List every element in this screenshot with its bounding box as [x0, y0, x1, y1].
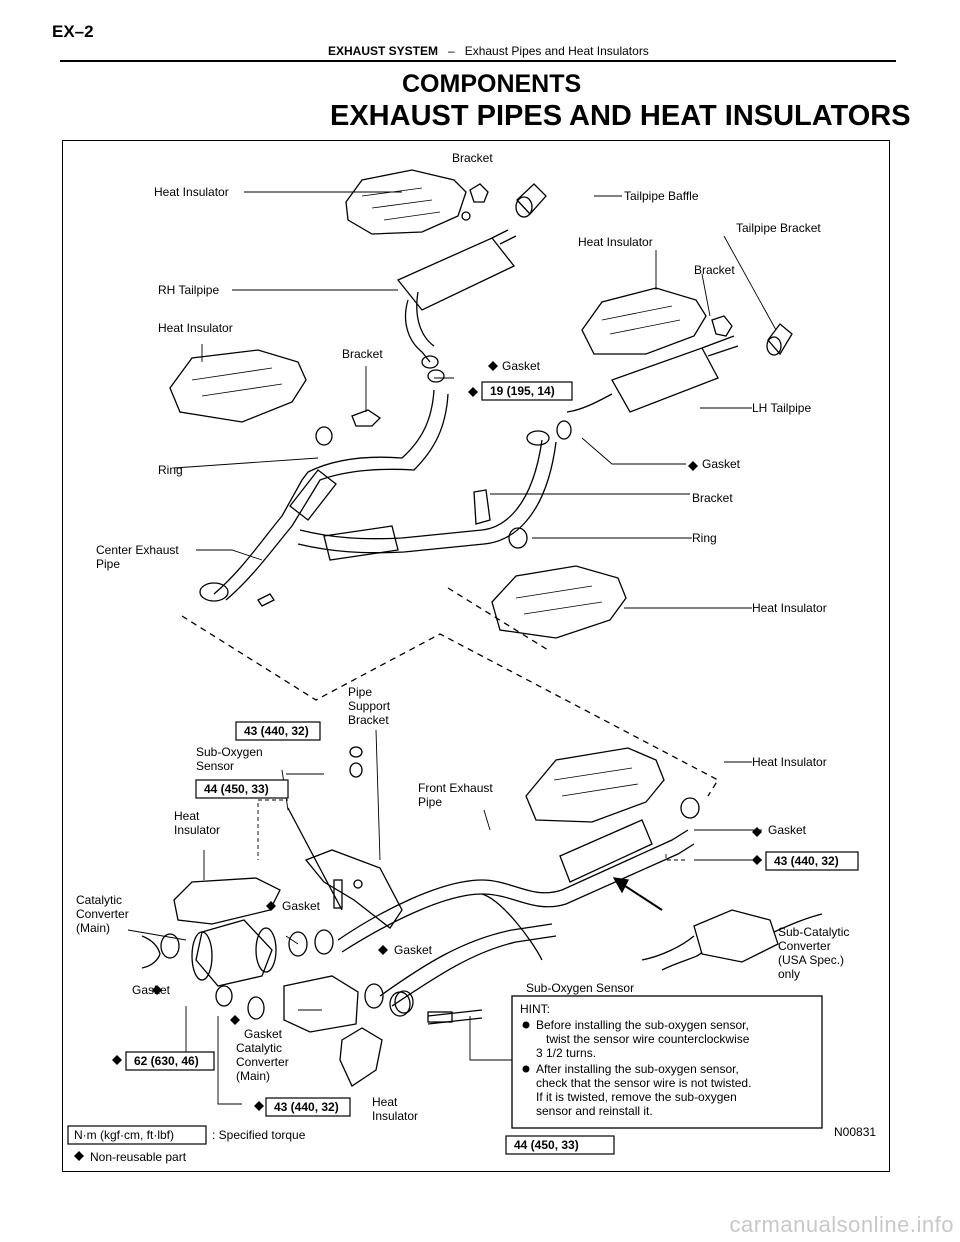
hint-box [511, 995, 823, 1129]
hint-line: 3 1/2 turns. [536, 1046, 596, 1060]
label-gasket: Gasket [244, 1027, 283, 1041]
label-gasket: Gasket [394, 943, 433, 957]
torque-value: 62 (630, 46) [134, 1054, 199, 1068]
label-sub-oxygen-sensor: Sub-Oxygen [196, 745, 263, 759]
torque-value: 44 (450, 33) [204, 782, 269, 796]
hint-line: After installing the sub-oxygen sensor, [536, 1062, 739, 1076]
label-bracket: Bracket [694, 263, 735, 277]
figure-code: N00831 [834, 1125, 876, 1139]
catalytic-converter-main-shape [283, 975, 359, 1033]
header-rule [60, 60, 896, 62]
label-catalytic-converter-main: (Main) [236, 1069, 270, 1083]
heat-insulator-shape [345, 169, 467, 235]
label-front-exhaust-pipe: Pipe [418, 795, 442, 809]
label-gasket: Gasket [702, 457, 741, 471]
label-gasket: Gasket [502, 359, 541, 373]
hint-line: sensor and reinstall it. [536, 1104, 653, 1118]
torque-value: 43 (440, 32) [244, 724, 309, 738]
torque-value: 19 (195, 14) [490, 384, 555, 398]
label-catalytic-converter-main: Converter [236, 1055, 289, 1069]
label-pipe-support-bracket: Pipe [348, 685, 372, 699]
label-ring: Ring [692, 531, 717, 545]
label-heat-insulator: Heat Insulator [578, 235, 653, 249]
bracket-shape [469, 183, 489, 203]
subsection-title: Exhaust Pipes and Heat Insulators [464, 44, 649, 58]
label-bracket: Bracket [342, 347, 383, 361]
legend-nonreusable: Non-reusable part [90, 1150, 187, 1164]
label-heat-insulator: Insulator [372, 1109, 418, 1123]
running-header: EXHAUST SYSTEM–Exhaust Pipes and Heat In… [328, 44, 649, 58]
hint-line: Before installing the sub-oxygen sensor, [536, 1018, 749, 1032]
torque-value: 43 (440, 32) [274, 1100, 339, 1114]
label-tailpipe-baffle: Tailpipe Baffle [624, 189, 699, 203]
heat-insulator-shape [525, 747, 665, 823]
rh-tailpipe-muffler [396, 237, 516, 311]
label-sub-catalytic-converter: Sub-Catalytic [778, 925, 849, 939]
hint-line: If it is twisted, remove the sub-oxygen [536, 1090, 737, 1104]
label-lh-tailpipe: LH Tailpipe [752, 401, 811, 415]
pipe-support-bracket-shape [304, 849, 403, 929]
label-center-exhaust-pipe: Pipe [96, 557, 120, 571]
label-center-exhaust-pipe: Center Exhaust [96, 543, 179, 557]
section-title: EXHAUST SYSTEM [328, 44, 439, 58]
label-catalytic-converter-main: Converter [76, 907, 129, 921]
page-subheading: EXHAUST PIPES AND HEAT INSULATORS [330, 100, 911, 132]
page-number: EX–2 [52, 22, 94, 41]
label-pipe-support-bracket: Bracket [348, 713, 389, 727]
label-gasket: Gasket [768, 823, 807, 837]
front-exhaust-pipe [337, 829, 689, 941]
label-sub-oxygen-sensor: Sensor [196, 759, 234, 773]
watermark: carmanualsonline.info [729, 1212, 954, 1237]
label-sub-oxygen-sensor: Sub-Oxygen Sensor [526, 981, 634, 995]
legend-unit-box: N·m (kgf·cm, ft·lbf) [74, 1128, 174, 1142]
heat-insulator-shape [491, 565, 627, 639]
label-gasket: Gasket [132, 983, 171, 997]
label-sub-catalytic-converter: only [778, 967, 800, 981]
label-catalytic-converter-main: (Main) [76, 921, 110, 935]
label-heat-insulator: Heat Insulator [154, 185, 229, 199]
label-sub-catalytic-converter: (USA Spec.) [778, 953, 844, 967]
label-heat-insulator: Heat Insulator [158, 321, 233, 335]
torque-value: 44 (450, 33) [514, 1138, 579, 1152]
label-catalytic-converter-main: Catalytic [236, 1041, 282, 1055]
hint-line: check that the sensor wire is not twiste… [536, 1076, 751, 1090]
tailpipe-baffle-shape [516, 183, 547, 215]
exhaust-components-diagram: Heat Insulator Bracket Tailpipe Baffle T… [67, 151, 876, 1164]
torque-value: 43 (440, 32) [774, 854, 839, 868]
lh-tailpipe-muffler [611, 347, 719, 413]
label-heat-insulator: Heat Insulator [752, 601, 827, 615]
sub-catalytic-converter-shape [693, 909, 779, 963]
label-bracket: Bracket [452, 151, 493, 165]
hint-title: HINT: [520, 1002, 550, 1016]
label-heat-insulator: Heat Insulator [752, 755, 827, 769]
diagram-frame [62, 140, 890, 1172]
label-heat-insulator: Heat [372, 1095, 398, 1109]
hint-text: HINT: Before installing the sub-oxygen s… [520, 1002, 751, 1118]
label-bracket: Bracket [692, 491, 733, 505]
hint-line: twist the sensor wire counterclockwise [546, 1032, 750, 1046]
label-heat-insulator: Heat [174, 809, 200, 823]
label-ring: Ring [158, 463, 183, 477]
label-front-exhaust-pipe: Front Exhaust [418, 781, 493, 795]
heat-insulator-shape [581, 287, 707, 355]
label-heat-insulator: Insulator [174, 823, 220, 837]
label-catalytic-converter-main: Catalytic [76, 893, 122, 907]
label-tailpipe-bracket: Tailpipe Bracket [736, 221, 821, 235]
page-heading: COMPONENTS [402, 70, 582, 98]
catalytic-converter-main-shape [195, 919, 273, 987]
front-resonator [559, 819, 653, 883]
label-sub-catalytic-converter: Converter [778, 939, 831, 953]
label-rh-tailpipe: RH Tailpipe [158, 283, 219, 297]
center-resonator [323, 525, 399, 561]
heat-insulator-shape [169, 349, 307, 423]
header-separator: – [448, 44, 455, 58]
label-pipe-support-bracket: Support [348, 699, 391, 713]
label-gasket: Gasket [282, 899, 321, 913]
legend-specified-torque: : Specified torque [212, 1128, 306, 1142]
